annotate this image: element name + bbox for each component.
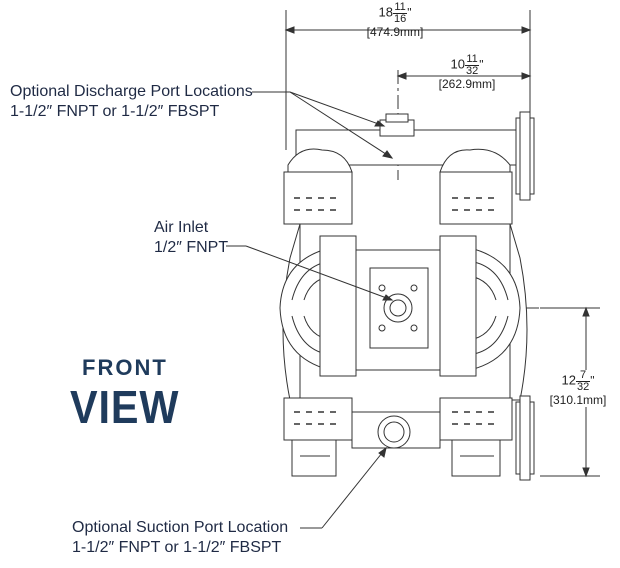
dim-num: 11 bbox=[464, 53, 480, 66]
dim-den: 32 bbox=[465, 65, 479, 77]
suction-port-label: Optional Suction Port Location 1-1/2″ FN… bbox=[72, 518, 288, 558]
dim-unit: " bbox=[590, 373, 595, 388]
dim-unit: " bbox=[479, 57, 484, 72]
front-heading: FRONT bbox=[82, 355, 168, 380]
dim-mm: [474.9mm] bbox=[366, 25, 424, 39]
air-inlet-title: Air Inlet bbox=[154, 219, 209, 236]
dim-whole: 18 bbox=[378, 4, 393, 20]
air-inlet-spec: 1/2″ FNPT bbox=[154, 239, 229, 256]
dim-whole: 12 bbox=[561, 372, 576, 388]
dim-den: 32 bbox=[576, 381, 590, 393]
dim-mm: [310.1mm] bbox=[549, 393, 607, 407]
dim-num: 11 bbox=[392, 1, 408, 14]
dim-unit: " bbox=[407, 5, 412, 20]
dim-den: 16 bbox=[393, 13, 407, 25]
suction-port-spec: 1-1/2″ FNPT or 1-1/2″ FBSPT bbox=[72, 539, 282, 556]
dim-num: 7 bbox=[575, 370, 591, 382]
dim-whole: 10 bbox=[450, 56, 465, 72]
discharge-port-title: Optional Discharge Port Locations bbox=[10, 83, 253, 100]
air-inlet-label: Air Inlet 1/2″ FNPT bbox=[154, 218, 228, 258]
discharge-port-spec: 1-1/2″ FNPT or 1-1/2″ FBSPT bbox=[10, 103, 220, 120]
view-heading: VIEW bbox=[70, 381, 180, 433]
discharge-port-label: Optional Discharge Port Locations 1-1/2″… bbox=[10, 82, 253, 122]
suction-port-title: Optional Suction Port Location bbox=[72, 519, 289, 536]
dim-mm: [262.9mm] bbox=[438, 77, 496, 91]
